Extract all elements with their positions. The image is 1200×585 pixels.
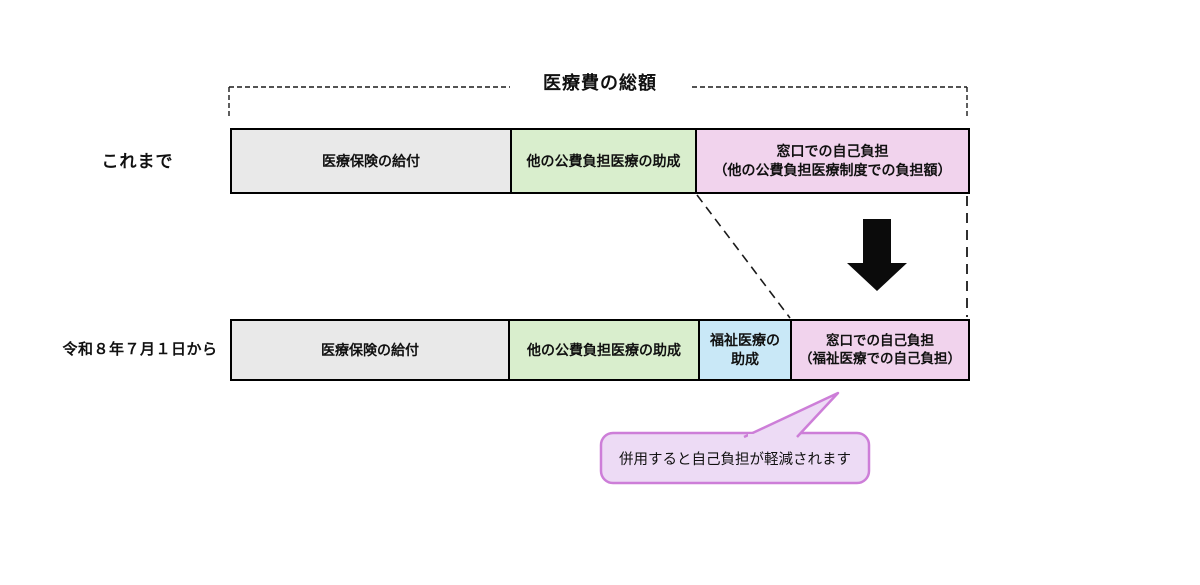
row-label-before: これまで — [101, 152, 174, 171]
segment-label-line2: （他の公費負担医療制度での負担額） — [713, 162, 952, 178]
segment-other-public-subsidy: 他の公費負担医療の助成 — [510, 130, 695, 192]
segment-label: 他の公費負担医療の助成 — [526, 152, 681, 169]
segment-other-public-subsidy: 他の公費負担医療の助成 — [508, 321, 698, 379]
down-arrow-icon — [847, 219, 907, 291]
segment-label-line2: （福祉医療での自己負担） — [799, 351, 961, 366]
callout-text: 併用すると自己負担が軽減されます — [619, 451, 851, 468]
segment-insurance-benefit: 医療保険の給付 — [232, 130, 510, 192]
segment-self-pay-counter: 窓口での自己負担 （他の公費負担医療制度での負担額） — [695, 130, 968, 192]
callout-tail — [743, 391, 840, 439]
diagram-title: 医療費の総額 — [510, 69, 690, 95]
segment-label: 窓口での自己負担 — [826, 332, 934, 348]
bar-before: 医療保険の給付 他の公費負担医療の助成 窓口での自己負担 （他の公費負担医療制度… — [230, 128, 970, 194]
diagonal-dashed-connector — [696, 194, 791, 319]
segment-label: 窓口での自己負担 — [776, 143, 889, 160]
segment-label-line2: 助成 — [731, 351, 759, 367]
segment-insurance-benefit: 医療保険の給付 — [232, 321, 508, 379]
row-label-after: 令和８年７月１日から — [62, 341, 218, 358]
segment-label: 他の公費負担医療の助成 — [527, 341, 681, 358]
segment-label: 福祉医療の — [710, 332, 780, 349]
segment-self-pay-counter: 窓口での自己負担 （福祉医療での自己負担） — [790, 321, 968, 379]
segment-label: 医療保険の給付 — [321, 341, 419, 358]
segment-label: 医療保険の給付 — [322, 152, 420, 169]
bar-after: 医療保険の給付 他の公費負担医療の助成 福祉医療の 助成 窓口での自己負担 （福… — [230, 319, 970, 381]
segment-welfare-medical-subsidy: 福祉医療の 助成 — [698, 321, 790, 379]
